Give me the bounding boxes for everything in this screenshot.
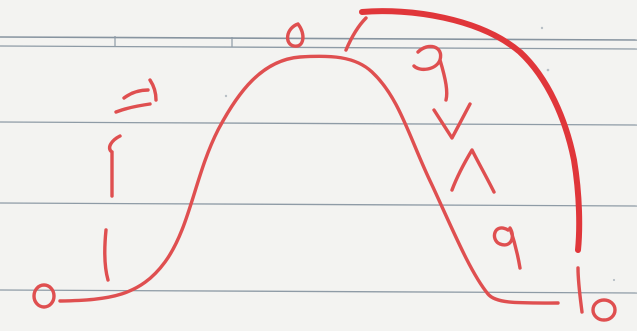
- ruled-line: [0, 289, 637, 294]
- numeral-nine-glyph: [492, 226, 522, 270]
- numeral-one: ١: [96, 253, 112, 288]
- numeral-five-glyph: [286, 22, 305, 48]
- ruled-line: [0, 36, 637, 41]
- numeral-eight-glyph: [450, 148, 496, 194]
- paper-speck: [546, 68, 550, 72]
- ruled-line: [0, 202, 637, 207]
- numeral-ten-one-glyph: [576, 266, 584, 314]
- connector-stroke: [344, 16, 368, 52]
- numeral-seven-glyph: [432, 102, 472, 140]
- numeral-four: ٤: [130, 79, 146, 114]
- numeral-ten-zero-glyph: [591, 298, 617, 322]
- ruled-line: [0, 121, 637, 126]
- numeral-zero: ٠: [30, 279, 46, 314]
- ruled-line: [0, 45, 637, 50]
- numeral-eight: ٨: [456, 165, 472, 200]
- numeral-seven: ٧: [436, 107, 452, 142]
- numeral-nine: ٩: [494, 235, 510, 270]
- numeral-one-glyph: [102, 228, 110, 282]
- numeral-five: ٥: [284, 17, 300, 52]
- numeral-three-glyph: [107, 134, 122, 198]
- paper-speck: [612, 278, 616, 282]
- bell-curve-stroke: [58, 54, 560, 305]
- bold-arc-stroke: [359, 8, 583, 253]
- numeral-six: ٦: [418, 43, 434, 78]
- paper-speck: [224, 94, 228, 98]
- paper-speck: [540, 26, 544, 30]
- numeral-four-glyph: [114, 78, 158, 114]
- numeral-six-glyph: [412, 44, 449, 102]
- numeral-ten: ١٠: [568, 289, 600, 324]
- numeral-three: ٣: [102, 143, 118, 178]
- numeral-zero-glyph: [32, 283, 56, 309]
